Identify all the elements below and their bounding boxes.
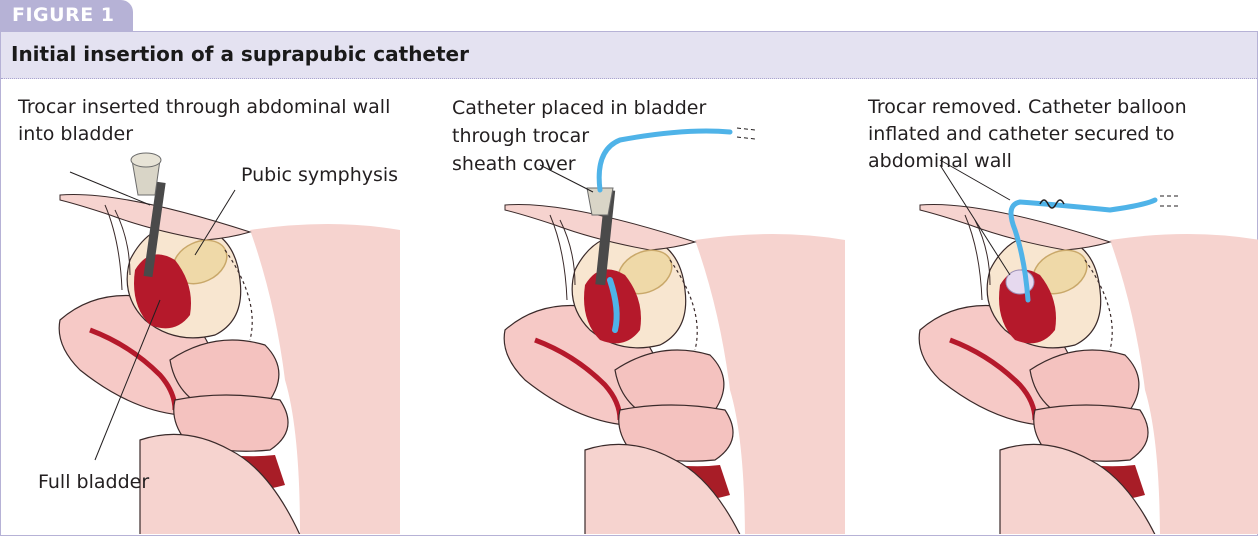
panel-3-caption-line-3: abdominal wall xyxy=(868,150,1012,172)
panel-3-caption-line-2: inflated and catheter secured to xyxy=(868,123,1175,145)
illustration xyxy=(0,127,1258,534)
panel-3-illustration xyxy=(919,159,1258,534)
title-bar: Initial insertion of a suprapubic cathet… xyxy=(1,32,1257,79)
panel-2-caption-line-1: Catheter placed in bladder xyxy=(452,97,707,119)
panel-2-caption-line-2: through trocar xyxy=(452,125,590,147)
panel-2-illustration xyxy=(504,127,845,534)
full-bladder-label: Full bladder xyxy=(38,471,150,493)
panel-1-caption-line-2: into bladder xyxy=(18,123,134,145)
panel-2-caption-line-3: sheath cover xyxy=(452,153,576,175)
panel-1-caption-line-1: Trocar inserted through abdominal wall xyxy=(18,96,391,118)
figure-title: Initial insertion of a suprapubic cathet… xyxy=(11,42,469,66)
figure-tag: FIGURE 1 xyxy=(0,0,133,31)
panel-1-illustration xyxy=(59,152,400,534)
pubic-symphysis-label: Pubic symphysis xyxy=(241,164,399,186)
panel-3-caption-line-1: Trocar removed. Catheter balloon xyxy=(868,96,1187,118)
